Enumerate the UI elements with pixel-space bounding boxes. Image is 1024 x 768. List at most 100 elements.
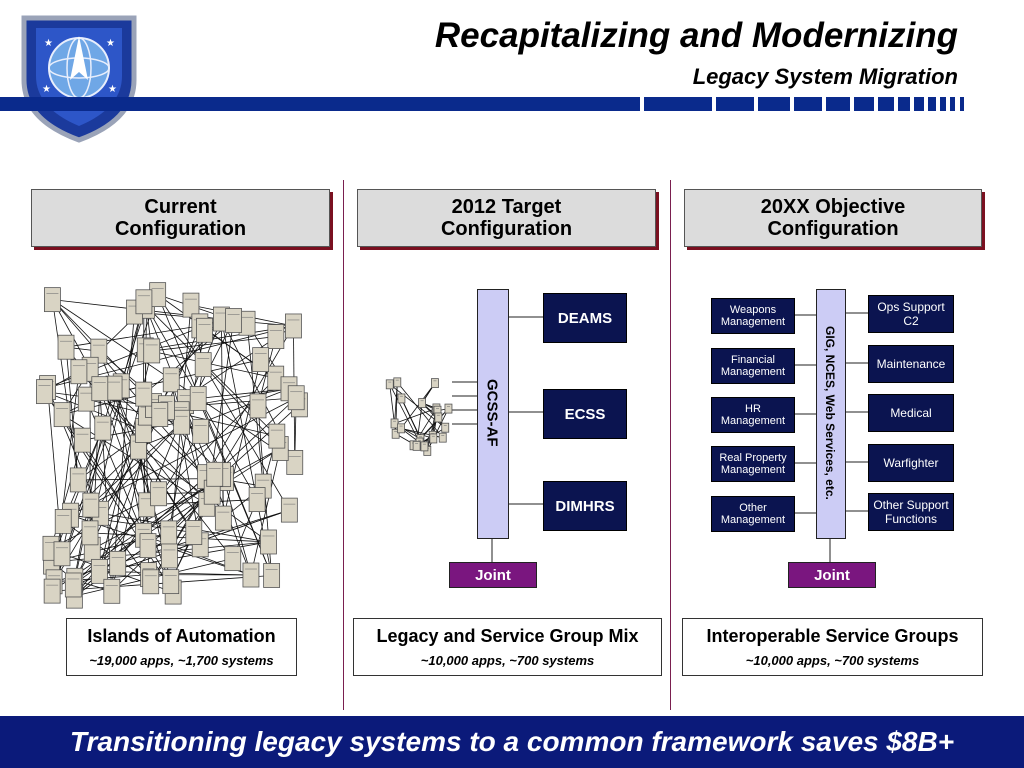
- header-bar-segment: [854, 97, 874, 111]
- server-icon: [286, 450, 304, 475]
- server-icon: [135, 289, 153, 315]
- server-icon: [162, 367, 180, 393]
- server-icon: [438, 432, 447, 443]
- network-link: [157, 294, 272, 576]
- server-icon: [225, 308, 242, 333]
- target-summary-box: Legacy and Service Group Mix ~10,000 app…: [353, 618, 662, 676]
- svg-text:★: ★: [106, 38, 115, 49]
- server-icon: [64, 572, 82, 598]
- header-bar: [0, 97, 640, 111]
- medical-box: Medical: [868, 394, 954, 432]
- network-link: [62, 521, 151, 583]
- server-icon: [268, 423, 286, 449]
- server-icon: [224, 546, 242, 572]
- legacy-systems-network: [36, 282, 308, 609]
- header-bar-segment: [878, 97, 894, 111]
- header-bar-segment: [950, 97, 955, 111]
- current-summary-box: Islands of Automation ~19,000 apps, ~1,7…: [66, 618, 297, 676]
- server-icon: [263, 563, 281, 588]
- weapons-management-box: Weapons Management: [711, 298, 795, 334]
- server-icon: [94, 415, 112, 441]
- server-icon: [420, 441, 429, 452]
- column-divider: [670, 180, 671, 710]
- server-icon: [280, 497, 298, 523]
- server-icon: [285, 313, 302, 339]
- server-icon: [397, 423, 405, 434]
- server-icon: [185, 520, 203, 545]
- header-bar-segment: [826, 97, 850, 111]
- server-icon: [397, 393, 406, 404]
- maintenance-box: Maintenance: [868, 345, 954, 383]
- summary-detail: ~19,000 apps, ~1,700 systems: [89, 653, 274, 668]
- server-icon: [70, 359, 88, 385]
- network-link: [202, 364, 290, 511]
- server-icon: [194, 352, 212, 378]
- target-connectors: [452, 316, 543, 562]
- financial-management-box: Financial Management: [711, 348, 795, 384]
- network-link: [90, 532, 269, 543]
- hr-management-box: HR Management: [711, 397, 795, 433]
- network-link: [92, 448, 281, 550]
- server-icon: [260, 529, 277, 555]
- server-icon: [150, 481, 167, 507]
- server-icon: [162, 569, 180, 595]
- server-icon: [418, 398, 426, 408]
- header-bar-segment: [644, 97, 712, 111]
- network-link: [52, 299, 79, 480]
- dimhrs-box: DIMHRS: [543, 481, 627, 531]
- network-link: [90, 421, 182, 506]
- header-bar-segment: [794, 97, 822, 111]
- svg-text:★: ★: [42, 84, 51, 95]
- column-divider: [343, 180, 344, 710]
- summary-heading: Interoperable Service Groups: [706, 626, 959, 646]
- network-link: [394, 382, 398, 424]
- gig-nces-label: GIG, NCES, Web Services, etc.: [823, 326, 837, 500]
- server-icon: [69, 467, 87, 493]
- network-link: [151, 336, 276, 352]
- server-icon: [53, 541, 71, 567]
- server-icon: [429, 433, 438, 444]
- svg-text:★: ★: [44, 38, 53, 49]
- network-link: [181, 413, 277, 437]
- server-icon: [160, 520, 178, 546]
- server-icon: [173, 409, 190, 435]
- gcss-af-backbone: [477, 289, 509, 539]
- summary-heading: Islands of Automation: [87, 626, 276, 646]
- server-icon: [249, 393, 267, 419]
- server-icon: [248, 487, 266, 512]
- objective-summary-box: Interoperable Service Groups ~10,000 app…: [682, 618, 983, 676]
- network-link: [65, 347, 79, 480]
- server-icon: [444, 403, 453, 414]
- server-icon: [434, 412, 443, 423]
- server-icon: [57, 334, 75, 360]
- network-link: [73, 377, 277, 586]
- header-bar-segment: [758, 97, 790, 111]
- network-link: [82, 439, 172, 582]
- server-icon: [91, 376, 109, 402]
- header-bar-segment: [914, 97, 924, 111]
- network-link: [400, 427, 434, 439]
- header-bar-segment: [928, 97, 936, 111]
- summary-detail: ~10,000 apps, ~700 systems: [745, 653, 920, 668]
- ops-support-c2-box: Ops Support C2: [868, 295, 954, 333]
- network-link: [400, 382, 436, 429]
- other-management-box: Other Management: [711, 496, 795, 532]
- summary-detail: ~10,000 apps, ~700 systems: [420, 653, 595, 668]
- server-icon: [53, 402, 71, 428]
- network-link: [52, 575, 272, 592]
- footer-banner: Transitioning legacy systems to a common…: [0, 716, 1024, 768]
- server-icon: [441, 422, 450, 433]
- server-icon: [267, 324, 285, 349]
- server-icon: [151, 402, 169, 427]
- server-icon: [81, 520, 99, 546]
- server-icon: [143, 338, 161, 364]
- server-icon: [242, 562, 260, 588]
- svg-text:★: ★: [108, 84, 117, 95]
- other-support-functions-box: Other Support Functions: [868, 493, 954, 531]
- server-icon: [431, 378, 439, 389]
- page-subtitle: Legacy System Migration: [692, 64, 958, 89]
- network-link: [150, 504, 208, 583]
- server-icon: [36, 379, 53, 405]
